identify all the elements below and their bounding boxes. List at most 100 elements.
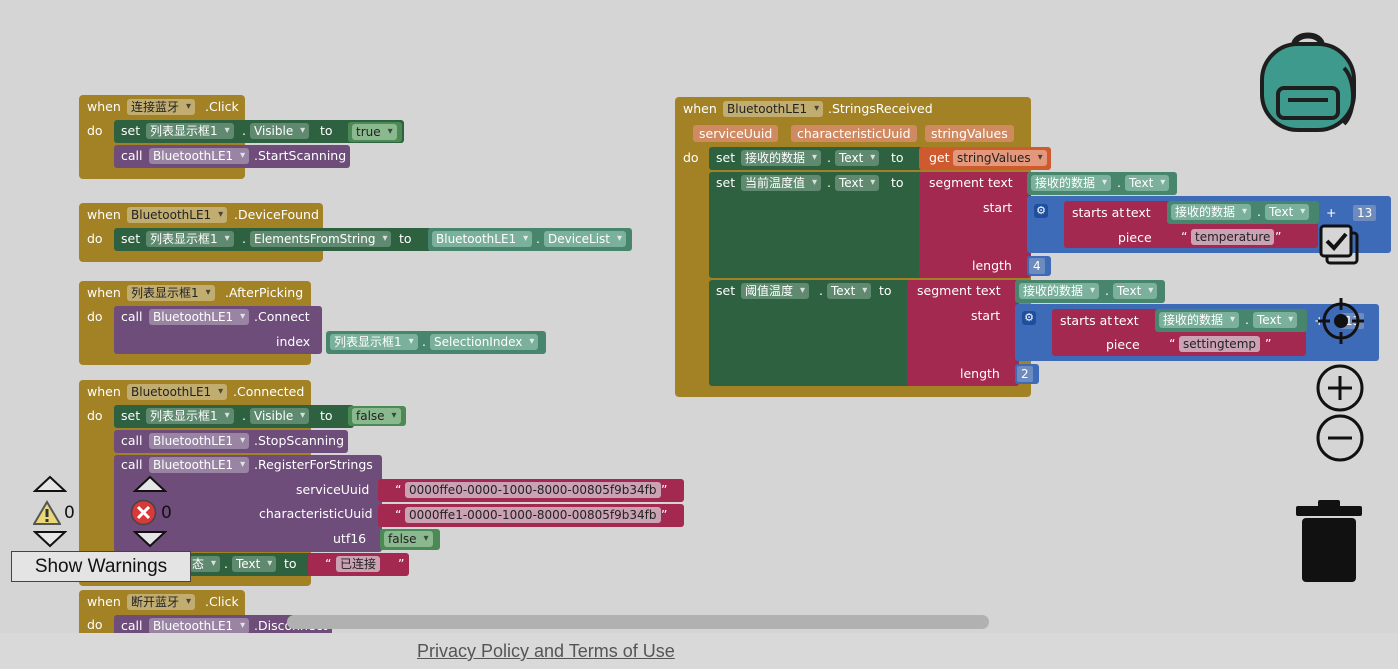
- component-dropdown[interactable]: BluetoothLE1: [149, 618, 250, 633]
- param-string-values[interactable]: stringValues: [925, 125, 1014, 142]
- component-dropdown[interactable]: BluetoothLE1: [432, 231, 533, 247]
- property-dropdown[interactable]: Visible: [250, 123, 310, 139]
- property-dropdown[interactable]: Text: [835, 150, 880, 166]
- component-dropdown[interactable]: 接收的数据: [741, 150, 822, 166]
- component-dropdown[interactable]: 连接蓝牙: [127, 99, 196, 115]
- set-block[interactable]: set 接收的数据 . Text to: [709, 147, 923, 170]
- property-dropdown[interactable]: Text: [1113, 283, 1158, 299]
- text-block[interactable]: “ temperature ”: [1167, 226, 1300, 248]
- set-block[interactable]: set 列表显示框1 . ElementsFromString to: [114, 228, 432, 251]
- boolean-dropdown[interactable]: false: [352, 408, 401, 424]
- backpack-icon[interactable]: [1256, 28, 1360, 132]
- boolean-block[interactable]: false: [348, 406, 406, 426]
- text-value[interactable]: settingtemp: [1179, 336, 1260, 352]
- text-value[interactable]: temperature: [1191, 229, 1275, 245]
- component-dropdown[interactable]: 接收的数据: [1031, 175, 1112, 191]
- number-block[interactable]: 2: [1015, 364, 1039, 384]
- privacy-policy-link[interactable]: Privacy Policy and Terms of Use: [417, 641, 675, 661]
- component-dropdown[interactable]: BluetoothLE1: [723, 101, 824, 117]
- call-block[interactable]: call BluetoothLE1 .StopScanning: [114, 430, 348, 453]
- select-all-checkbox-icon[interactable]: [1318, 222, 1362, 266]
- number-value[interactable]: 13: [1353, 205, 1377, 221]
- number-block[interactable]: 4: [1027, 256, 1051, 276]
- recenter-target-icon[interactable]: [1318, 298, 1364, 344]
- component-dropdown[interactable]: 接收的数据: [1019, 283, 1100, 299]
- dot-label: .: [1105, 283, 1109, 298]
- dot-label: .: [1257, 204, 1261, 219]
- when-label: when: [87, 207, 121, 222]
- call-block[interactable]: call BluetoothLE1 .StartScanning: [114, 145, 350, 168]
- set-block[interactable]: set 阈值温度 . Text to: [709, 280, 911, 386]
- horizontal-scrollbar[interactable]: [287, 615, 989, 629]
- component-dropdown[interactable]: 接收的数据: [1171, 204, 1252, 220]
- boolean-dropdown[interactable]: false: [384, 531, 433, 547]
- property-dropdown[interactable]: Text: [827, 283, 872, 299]
- mutator-gear-icon[interactable]: ⚙: [1034, 204, 1048, 218]
- call-block[interactable]: call BluetoothLE1 .Connect index: [114, 306, 322, 354]
- blocks-workspace[interactable]: when 连接蓝牙 .Click do set 列表显示框1 . Visible…: [0, 0, 1398, 633]
- show-warnings-button[interactable]: Show Warnings: [11, 551, 191, 582]
- text-block[interactable]: “ 0000ffe0-0000-1000-8000-00805f9b34fb ”: [378, 479, 684, 502]
- param-service-uuid[interactable]: serviceUuid: [693, 125, 779, 142]
- text-block[interactable]: “ settingtemp ”: [1155, 333, 1285, 355]
- warning-prev-arrow-icon[interactable]: [32, 475, 68, 493]
- component-dropdown[interactable]: 列表显示框1: [146, 408, 234, 424]
- set-block[interactable]: set 列表显示框1 . Visible to: [114, 405, 354, 428]
- component-dropdown[interactable]: 态: [190, 556, 221, 572]
- component-dropdown[interactable]: BluetoothLE1: [149, 457, 250, 473]
- error-prev-arrow-icon[interactable]: [132, 475, 168, 493]
- text-value[interactable]: 0000ffe0-0000-1000-8000-00805f9b34fb: [405, 482, 661, 498]
- number-value[interactable]: 2: [1017, 366, 1033, 382]
- component-getter-block[interactable]: 列表显示框1 . SelectionIndex: [326, 331, 546, 354]
- property-dropdown[interactable]: Text: [1265, 204, 1310, 220]
- error-next-arrow-icon[interactable]: [132, 530, 168, 548]
- mutator-gear-icon[interactable]: ⚙: [1022, 311, 1036, 325]
- component-getter-block[interactable]: BluetoothLE1 . DeviceList: [428, 228, 632, 251]
- param-characteristic-uuid[interactable]: characteristicUuid: [791, 125, 917, 142]
- component-dropdown[interactable]: BluetoothLE1: [149, 309, 250, 325]
- zoom-in-icon[interactable]: [1315, 363, 1365, 413]
- property-dropdown[interactable]: DeviceList: [544, 231, 627, 247]
- boolean-block[interactable]: false: [380, 529, 440, 550]
- component-dropdown[interactable]: 当前温度值: [741, 175, 822, 191]
- component-dropdown[interactable]: 阈值温度: [741, 283, 810, 299]
- component-dropdown[interactable]: 列表显示框1: [146, 231, 234, 247]
- text-block[interactable]: “ 0000ffe1-0000-1000-8000-00805f9b34fb ”: [378, 504, 684, 527]
- segment-label: segment: [929, 175, 984, 190]
- component-getter-block[interactable]: 接收的数据 . Text: [1015, 280, 1165, 303]
- property-dropdown[interactable]: Text: [835, 175, 880, 191]
- component-getter-block[interactable]: 接收的数据 . Text: [1167, 201, 1319, 224]
- set-block[interactable]: set 列表显示框1 . Visible to: [114, 120, 404, 143]
- get-block[interactable]: get stringValues: [919, 147, 1051, 170]
- property-dropdown[interactable]: SelectionIndex: [430, 334, 539, 350]
- trash-icon[interactable]: [1294, 498, 1364, 584]
- text-value[interactable]: 0000ffe1-0000-1000-8000-00805f9b34fb: [405, 507, 661, 523]
- component-dropdown[interactable]: 接收的数据: [1159, 312, 1240, 328]
- boolean-dropdown[interactable]: true: [352, 124, 397, 140]
- warning-next-arrow-icon[interactable]: [32, 530, 68, 548]
- component-dropdown[interactable]: BluetoothLE1: [149, 148, 250, 164]
- text-value[interactable]: 已连接: [336, 556, 381, 572]
- component-dropdown[interactable]: 列表显示框1: [330, 334, 418, 350]
- variable-dropdown[interactable]: stringValues: [953, 150, 1047, 166]
- component-dropdown[interactable]: 列表显示框1: [146, 123, 234, 139]
- component-dropdown[interactable]: BluetoothLE1: [127, 384, 228, 400]
- component-getter-block[interactable]: 接收的数据 . Text: [1027, 172, 1177, 195]
- set-block[interactable]: set 当前温度值 . Text to: [709, 172, 923, 278]
- number-value[interactable]: 4: [1029, 258, 1045, 274]
- component-dropdown[interactable]: 列表显示框1: [127, 285, 215, 301]
- property-dropdown[interactable]: ElementsFromString: [250, 231, 392, 247]
- segment-block[interactable]: segment text start length: [907, 280, 1019, 386]
- component-dropdown[interactable]: 断开蓝牙: [127, 594, 196, 610]
- component-dropdown[interactable]: BluetoothLE1: [149, 433, 250, 449]
- boolean-block[interactable]: true: [348, 122, 402, 142]
- property-dropdown[interactable]: Text: [1125, 175, 1170, 191]
- property-dropdown[interactable]: Visible: [250, 408, 310, 424]
- zoom-out-icon[interactable]: [1315, 413, 1365, 463]
- property-dropdown[interactable]: Text: [1253, 312, 1298, 328]
- component-getter-block[interactable]: 接收的数据 . Text: [1155, 309, 1307, 332]
- property-dropdown[interactable]: Text: [232, 556, 277, 572]
- component-dropdown[interactable]: BluetoothLE1: [127, 207, 228, 223]
- text-block[interactable]: “ 已连接 ”: [308, 553, 409, 576]
- segment-block[interactable]: segment text start length: [919, 172, 1031, 278]
